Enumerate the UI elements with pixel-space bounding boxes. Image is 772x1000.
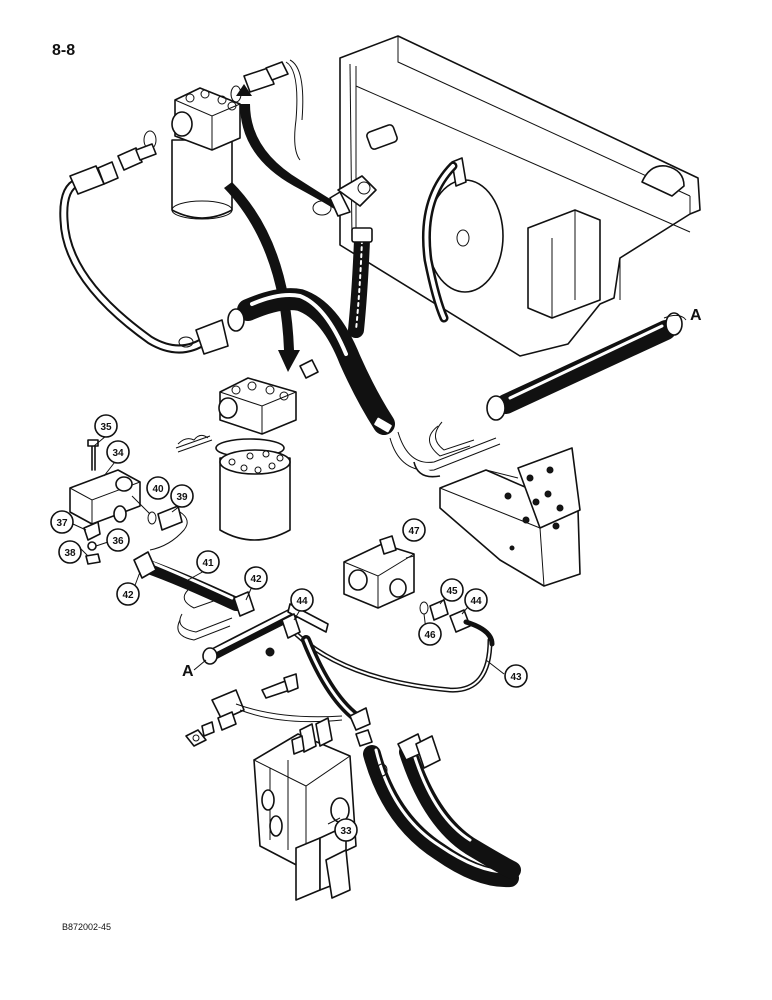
callout-label: 39 — [176, 492, 188, 503]
filter-element-lower — [219, 457, 291, 541]
ref-letter-a-top: A — [690, 307, 702, 324]
callout-46: 46 — [418, 622, 442, 646]
callout-33: 33 — [334, 818, 358, 842]
tank-fitting — [366, 124, 398, 150]
callout-label: 35 — [100, 422, 112, 433]
filter-element-upper — [171, 139, 233, 219]
control-valve-33 — [253, 717, 357, 901]
callout-label: 44 — [296, 596, 308, 607]
hydraulic-reservoir — [339, 35, 701, 357]
tank-side-plate — [527, 209, 601, 319]
reservoir-hose-a — [389, 312, 687, 478]
callout-label: 44 — [470, 596, 482, 607]
plug-37 — [83, 521, 101, 541]
callout-label: 43 — [510, 672, 522, 683]
callouts: 33 34 35 36 37 38 39 40 41 42 42 43 44 4… — [50, 307, 702, 842]
clamp-bolt — [185, 673, 343, 747]
callout-41: 41 — [196, 550, 220, 574]
filter-assembly-lower — [175, 359, 319, 541]
tank-suction-hose — [421, 161, 458, 323]
steel-line-loop — [59, 165, 229, 355]
arrow-to-filter-detail — [224, 182, 294, 350]
callout-45: 45 — [440, 578, 464, 602]
callout-39: 39 — [170, 484, 194, 508]
callout-44-right: 44 — [464, 588, 488, 612]
callout-label: 34 — [112, 448, 124, 459]
callout-35: 35 — [94, 414, 118, 438]
callout-38: 38 — [58, 540, 82, 564]
callout-43: 43 — [504, 664, 528, 688]
figure-code: B872002-45 — [62, 922, 112, 932]
return-line-top — [285, 59, 304, 161]
hose-41 — [133, 551, 255, 617]
tee-fitting — [312, 175, 377, 217]
filter-assembly-upper — [97, 61, 289, 220]
callout-label: 46 — [424, 630, 436, 641]
callout-37: 37 — [50, 510, 74, 534]
callout-label: 45 — [446, 586, 458, 597]
ref-letter-a-bottom: A — [182, 663, 194, 680]
page-number: 8-8 — [52, 42, 76, 59]
valve-block-34 — [69, 439, 188, 565]
callout-42-left: 42 — [116, 582, 140, 606]
callout-label: 37 — [56, 518, 68, 529]
callout-40: 40 — [146, 476, 170, 500]
callout-44-left: 44 — [290, 588, 314, 612]
mounting-bracket — [439, 447, 581, 587]
suction-hose — [227, 288, 395, 435]
callout-label: 42 — [122, 590, 134, 601]
callout-label: 36 — [112, 536, 124, 547]
callout-42-right: 42 — [244, 566, 268, 590]
lower-hoses — [363, 733, 521, 888]
callout-34: 34 — [106, 440, 130, 464]
tank-inspection-cover — [426, 179, 504, 293]
callout-label: 41 — [202, 558, 214, 569]
callout-label: 42 — [250, 574, 262, 585]
callout-label: 33 — [340, 826, 352, 837]
bypass-spring — [177, 434, 209, 445]
callout-label: 40 — [152, 484, 164, 495]
braided-hose — [348, 227, 373, 338]
filter-head-lower — [219, 377, 297, 435]
callout-47: 47 — [402, 518, 426, 542]
filler-cap — [641, 165, 685, 197]
valve-47 — [343, 535, 495, 647]
callout-label: 47 — [408, 526, 420, 537]
callout-label: 38 — [64, 548, 76, 559]
arrow-to-fitting — [240, 104, 340, 210]
callout-36: 36 — [106, 528, 130, 552]
